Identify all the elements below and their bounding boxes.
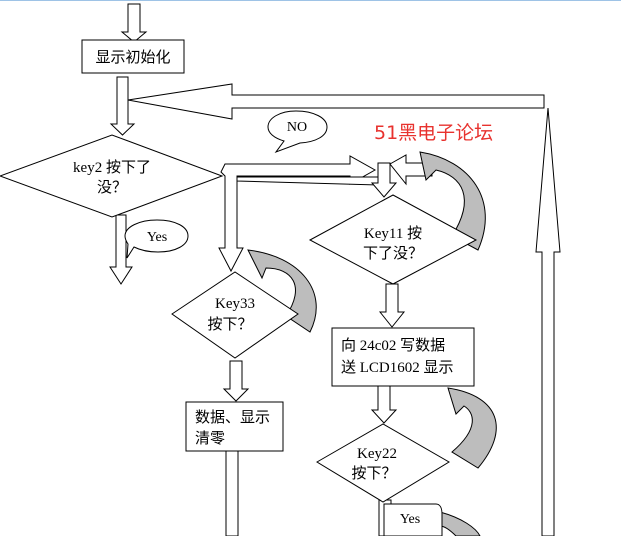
key11-label-line2: 下了没？ [363,245,423,262]
yes-callout-key2 [124,219,189,259]
key11-label-line1: Key11 按 [364,225,422,242]
no-callout [267,110,328,154]
key2-right-connector [218,155,377,273]
no-callout-label: NO [287,120,307,135]
key22-label-line1: Key22 [357,446,397,462]
clear-label-line1: 数据、显示 [195,409,270,426]
clear-down-arrow [225,450,239,536]
init-label: 显示初始化 [95,49,170,66]
yes-callout-key22-label: Yes [400,512,420,527]
yes-callout-key2-label: Yes [147,230,167,245]
key11-entry-arrow [370,162,398,198]
write-to-key22-arrow [370,385,398,424]
key33-to-clear-arrow [222,360,250,402]
clear-box [185,401,284,452]
entry-arrow [120,3,148,43]
key33-loop-curl [247,249,317,333]
key22-diamond [316,423,450,503]
write-label-line1: 向 24c02 写数据 [341,337,445,354]
init-to-key2-arrow [109,76,136,136]
key11-diamond [308,194,478,285]
key2-label-line2: 没？ [97,179,127,196]
write-box [331,327,475,387]
key22-label-line2: 按下？ [351,465,396,482]
clear-label-line2: 清零 [195,430,225,447]
key11-to-write-arrow [378,283,406,328]
key33-diamond [171,271,299,359]
watermark-text: 51黑电子论坛 [374,122,493,144]
key22-loop-curl [447,387,497,469]
bottom-loop-curl [439,511,481,536]
key33-label-line2: 按下？ [207,316,252,333]
yes-callout-key22 [383,503,443,536]
right-trunk-up-arrow [535,107,561,536]
init-box [81,39,185,74]
key2-diamond [0,134,224,218]
key2-yes-down-arrow [109,214,133,285]
key11-loop-curl [419,151,486,251]
loopback-left-arrow [127,83,545,120]
key2-label-line1: key2 按下了 [73,159,151,176]
write-label-line2: 送 LCD1602 显示 [341,359,454,376]
key33-label-line1: Key33 [215,296,255,312]
